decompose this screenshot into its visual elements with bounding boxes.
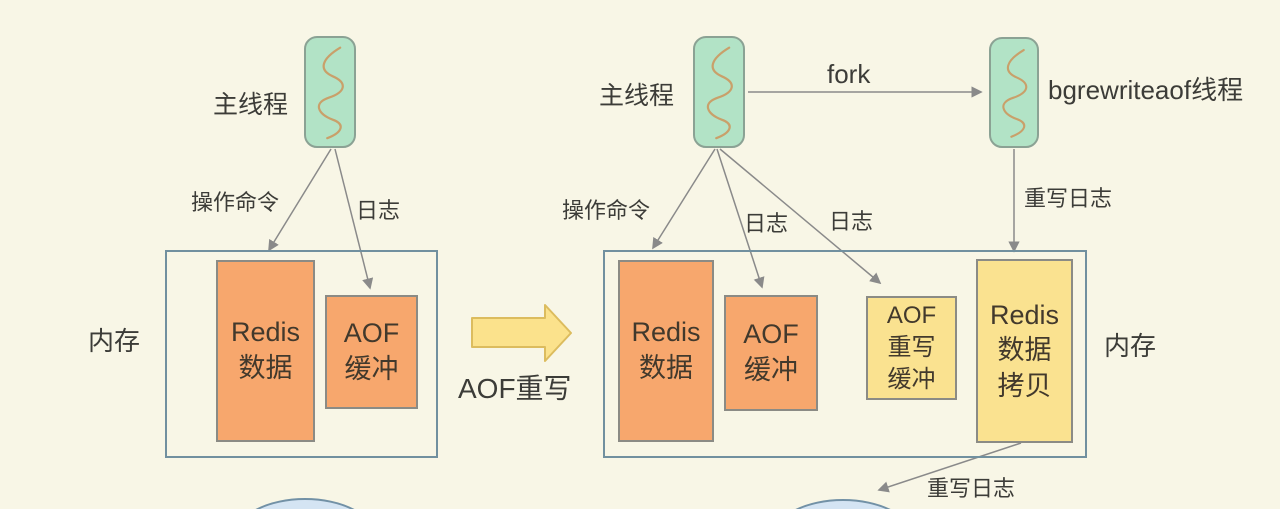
main-thread-label-right: 主线程 (599, 82, 675, 110)
rewrite-log-arrow-bottom (877, 442, 1022, 493)
log-arrow-right-1 (716, 148, 765, 289)
memory-label-left: 内存 (88, 326, 141, 356)
aof-rewrite-buffer-box: AOF 重写 缓冲 (866, 296, 957, 400)
thread-squiggle-icon (1002, 48, 1028, 138)
aof-rewrite-label: AOF重写 (458, 373, 572, 404)
op-command-label-right: 操作命令 (562, 198, 651, 223)
op-command-label-left: 操作命令 (191, 190, 280, 215)
memory-box-right (603, 250, 1087, 458)
memory-box-left (165, 250, 438, 458)
disk-ellipse-left (255, 498, 355, 509)
thread-squiggle-icon (317, 46, 344, 140)
redis-data-box-right: Redis 数据 (618, 260, 714, 442)
main-thread-label-left: 主线程 (213, 91, 289, 119)
aof-rewrite-block-arrow (471, 304, 572, 362)
log-label-right-2: 日志 (829, 209, 874, 234)
memory-label-right: 内存 (1104, 331, 1157, 361)
op-command-arrow-right (652, 148, 716, 250)
log-label-right-1: 日志 (744, 211, 789, 236)
thread-squiggle-icon (706, 46, 733, 140)
redis-data-copy-box: Redis 数据 拷贝 (976, 259, 1073, 443)
log-arrow-right-2 (719, 148, 882, 285)
main-thread-node-right (693, 36, 745, 148)
fork-label: fork (827, 59, 871, 89)
op-command-arrow-left (268, 148, 332, 252)
log-label-left: 日志 (356, 198, 401, 223)
bgrewriteaof-thread-label: bgrewriteaof线程 (1048, 75, 1244, 105)
rewrite-log-label-top: 重写日志 (1024, 186, 1113, 211)
rewrite-log-label-bottom: 重写日志 (927, 476, 1016, 501)
log-arrow-left (334, 148, 374, 290)
main-thread-node-left (304, 36, 356, 148)
aof-buffer-box-left: AOF 缓冲 (325, 295, 418, 409)
disk-ellipse-right (795, 499, 891, 509)
aof-buffer-box-right: AOF 缓冲 (724, 295, 818, 411)
redis-data-box-left: Redis 数据 (216, 260, 315, 442)
bgrewriteaof-thread-node (989, 37, 1039, 148)
